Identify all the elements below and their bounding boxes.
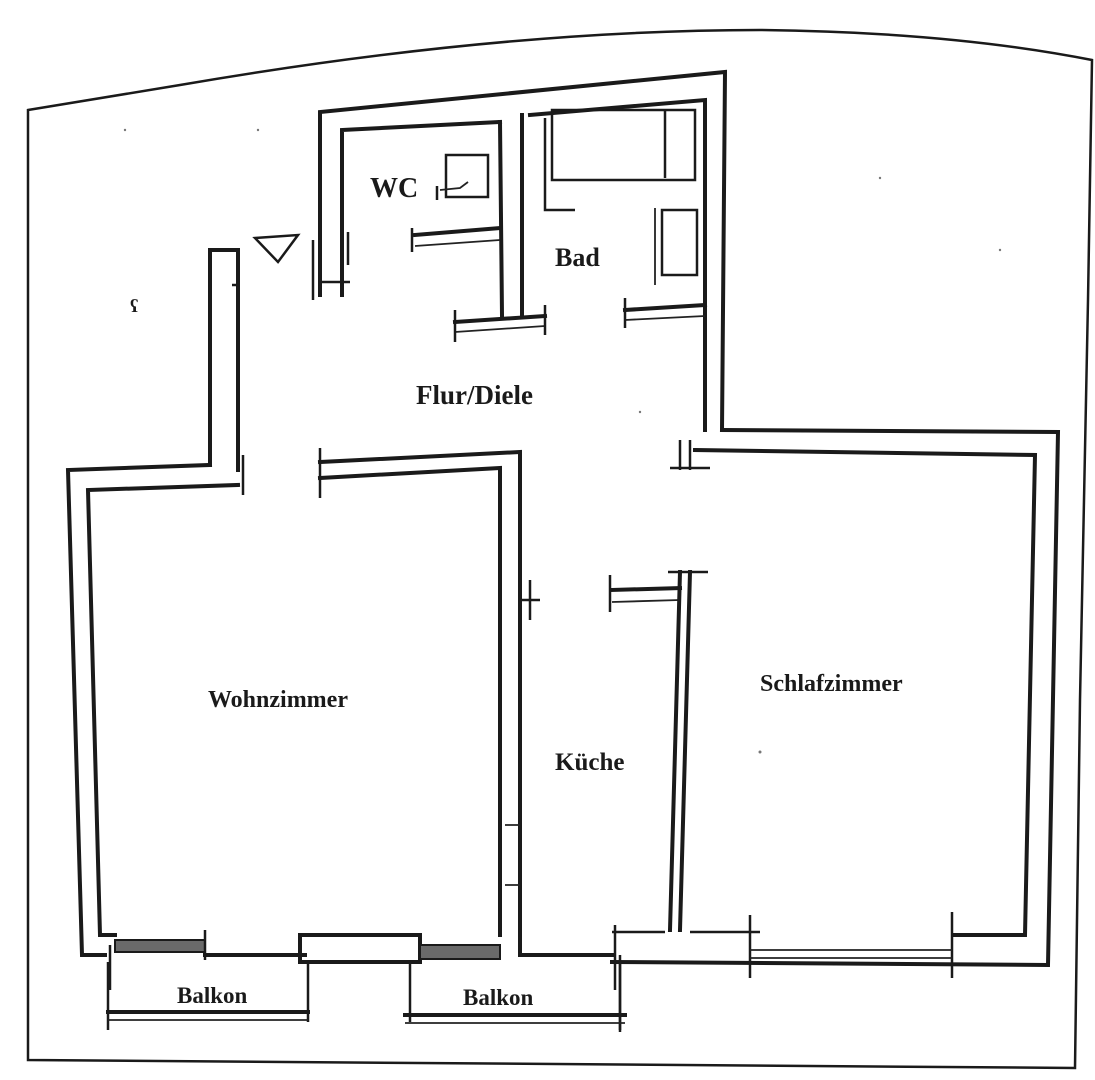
room-label-kueche: Küche: [555, 749, 624, 776]
schlafzimmer-walls: [609, 427, 1061, 1030]
north-mark: ʕ: [130, 296, 138, 316]
bathtub-icon: [550, 108, 697, 182]
toilet-icon: [444, 153, 490, 199]
room-label-balkon-2: Balkon: [463, 985, 534, 1010]
wc-bad-block: [311, 69, 728, 433]
room-label-flur: Flur/Diele: [416, 380, 533, 410]
room-label-balkon-1: Balkon: [177, 983, 248, 1008]
flur-left-wall: ʕ: [130, 233, 301, 495]
wohnzimmer-walls: [65, 448, 540, 957]
kueche-schlaf-partition: [608, 569, 708, 933]
room-label-bad: Bad: [555, 243, 600, 272]
room-label-schlafzimmer: Schlafzimmer: [760, 671, 903, 697]
entrance-triangle-icon: [252, 233, 301, 264]
page-border: [26, 28, 1094, 1070]
room-label-wohnzimmer: Wohnzimmer: [208, 687, 348, 713]
room-label-wc: WC: [370, 173, 418, 204]
sink-icon: [660, 208, 699, 277]
bottom-facade: [106, 930, 627, 1032]
